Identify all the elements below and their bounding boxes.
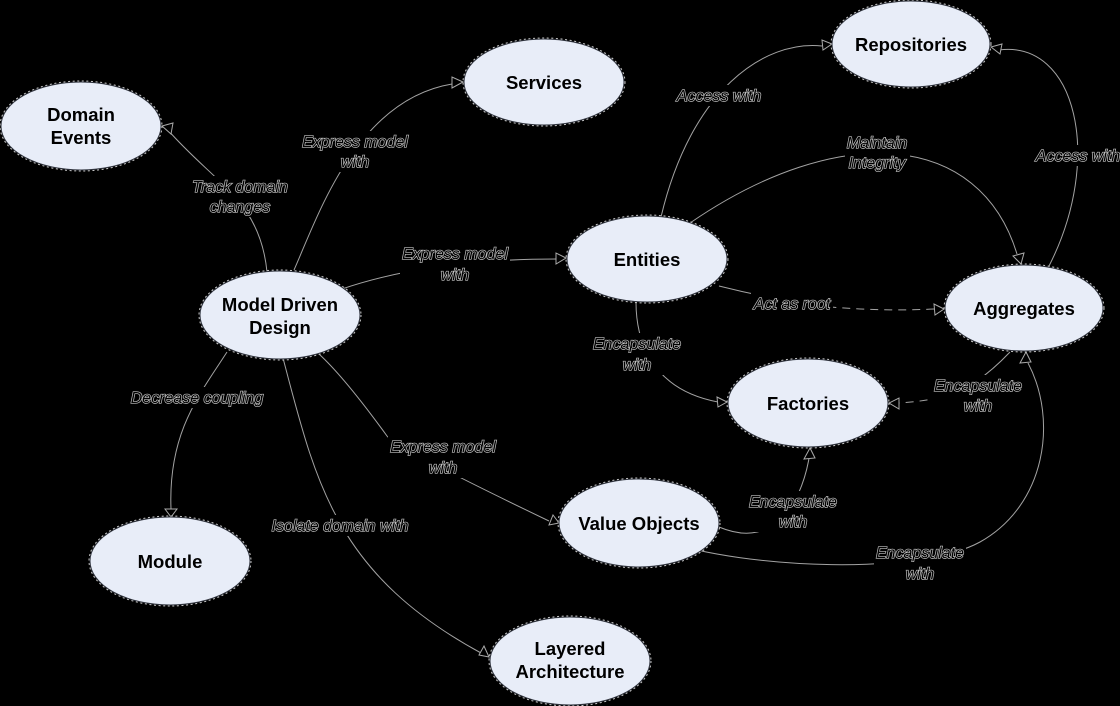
svg-text:with: with (906, 566, 935, 583)
svg-text:Value Objects: Value Objects (578, 513, 699, 534)
svg-text:Access with: Access with (676, 88, 762, 105)
svg-text:Repositories: Repositories (855, 34, 967, 55)
svg-text:with: with (964, 398, 993, 415)
svg-text:Module: Module (138, 551, 203, 572)
svg-text:Services: Services (506, 72, 582, 93)
svg-text:Maintain: Maintain (847, 135, 908, 152)
svg-text:Factories: Factories (767, 393, 849, 414)
svg-text:Express model: Express model (302, 134, 408, 151)
svg-text:Design: Design (249, 317, 311, 338)
svg-text:Encapsulate: Encapsulate (934, 378, 1022, 395)
svg-text:changes: changes (210, 199, 271, 216)
svg-text:Decrease coupling: Decrease coupling (131, 390, 264, 407)
svg-text:Encapsulate: Encapsulate (593, 336, 681, 353)
svg-text:Act as root: Act as root (753, 296, 831, 313)
svg-text:Architecture: Architecture (516, 661, 625, 682)
svg-text:Encapsulate: Encapsulate (749, 494, 837, 511)
svg-text:Track domain: Track domain (192, 179, 288, 196)
svg-text:Events: Events (51, 127, 112, 148)
svg-text:Express model: Express model (390, 439, 496, 456)
svg-text:Express model: Express model (402, 246, 508, 263)
svg-text:with: with (441, 267, 470, 284)
svg-text:Layered: Layered (535, 638, 606, 659)
svg-text:Model Driven: Model Driven (222, 294, 338, 315)
svg-text:Domain: Domain (47, 104, 115, 125)
svg-text:Access with: Access with (1035, 148, 1120, 165)
svg-text:Encapsulate: Encapsulate (876, 545, 964, 562)
svg-text:Entities: Entities (614, 249, 681, 270)
svg-text:Isolate domain with: Isolate domain with (272, 518, 409, 535)
svg-text:with: with (429, 460, 458, 477)
svg-text:Integrity: Integrity (849, 155, 907, 172)
svg-text:Aggregates: Aggregates (973, 298, 1075, 319)
svg-text:with: with (623, 357, 652, 374)
svg-text:with: with (341, 154, 370, 171)
svg-text:with: with (779, 514, 808, 531)
